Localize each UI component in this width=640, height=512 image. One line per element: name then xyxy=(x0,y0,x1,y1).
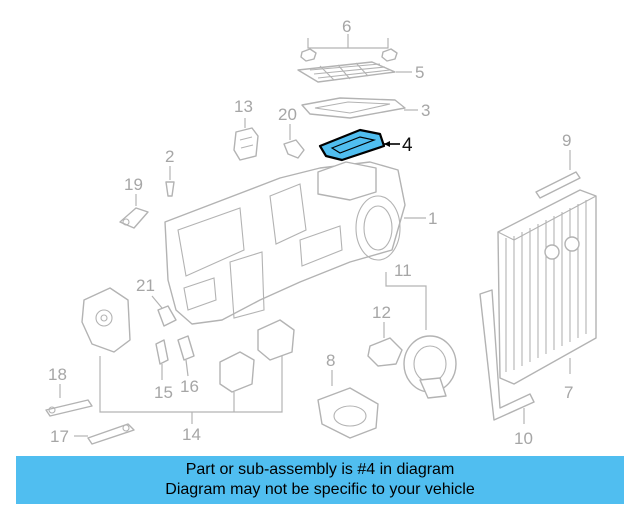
part-11-blower xyxy=(385,272,457,399)
part-5-filter xyxy=(297,61,412,83)
part-actuator-left xyxy=(81,287,131,353)
part-1-housing xyxy=(164,161,426,325)
callout-21: 21 xyxy=(136,276,155,295)
part-19-lever xyxy=(119,194,149,229)
part-2-pin xyxy=(165,166,175,197)
callout-9: 9 xyxy=(562,131,571,150)
callout-1: 1 xyxy=(428,209,437,228)
callout-20: 20 xyxy=(278,105,297,124)
callout-11: 11 xyxy=(394,261,412,280)
caption-line-2: Diagram may not be specific to your vehi… xyxy=(165,481,475,498)
part-9-strip xyxy=(535,150,581,199)
callout-2: 2 xyxy=(165,147,174,166)
callout-6: 6 xyxy=(342,17,351,36)
caption-banner: Part or sub-assembly is #4 in diagram Di… xyxy=(16,456,624,504)
part-10-seal xyxy=(479,289,535,424)
part-12-resistor xyxy=(367,322,403,367)
part-20-sensor xyxy=(283,124,305,159)
callout-18: 18 xyxy=(48,365,67,384)
callout-13: 13 xyxy=(234,97,253,116)
part-21-screw xyxy=(151,295,177,327)
callout-3: 3 xyxy=(421,101,430,120)
callout-17: 17 xyxy=(50,427,69,446)
callout-16: 16 xyxy=(180,377,199,396)
part-3-frame xyxy=(301,97,418,119)
part-13-bracket xyxy=(233,118,259,161)
caption-line-1: Part or sub-assembly is #4 in diagram xyxy=(185,461,455,478)
callout-19: 19 xyxy=(124,175,143,194)
callout-12: 12 xyxy=(372,303,391,322)
part-14-modules xyxy=(99,319,295,424)
callout-14: 14 xyxy=(182,425,201,444)
callout-15: 15 xyxy=(154,383,173,402)
callout-4: 4 xyxy=(402,135,413,156)
part-16-sensor xyxy=(177,335,195,377)
parts-diagram: 6 5 3 4 13 20 2 xyxy=(45,17,597,448)
callout-10: 10 xyxy=(514,429,533,448)
part-6-clips xyxy=(300,34,398,62)
part-18-link xyxy=(45,384,93,417)
part-8-motor xyxy=(317,370,379,439)
part-4-seal xyxy=(318,128,400,162)
part-7-heater-core xyxy=(497,189,597,385)
callout-7: 7 xyxy=(564,383,573,402)
part-15-sensor xyxy=(155,339,169,380)
callout-8: 8 xyxy=(326,351,335,370)
callout-5: 5 xyxy=(415,63,424,82)
part-17-arm xyxy=(74,423,135,445)
